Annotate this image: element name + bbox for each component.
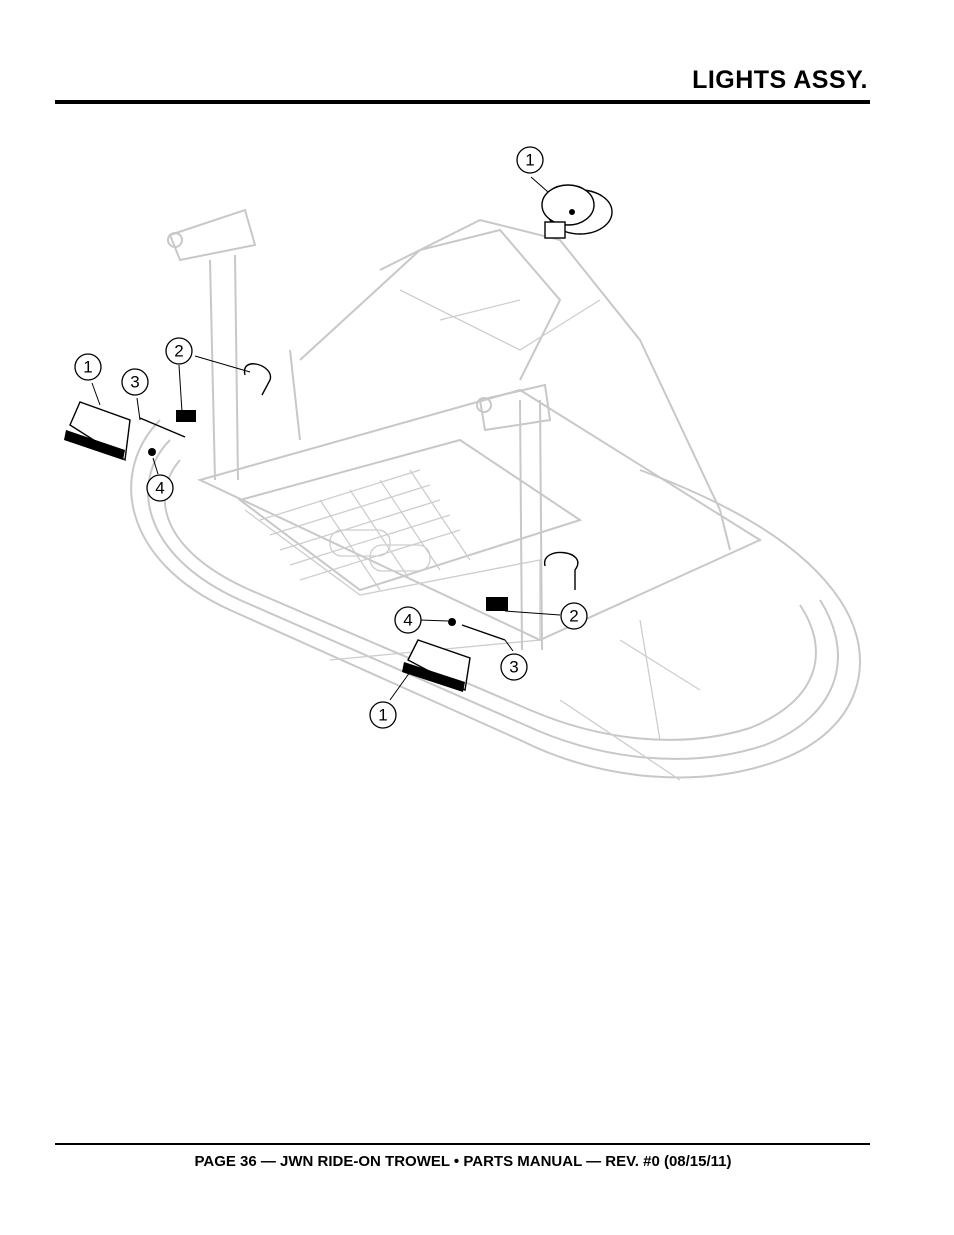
callout-2-right: 2 (560, 602, 588, 630)
callout-label: 4 (155, 479, 164, 498)
top-work-light (541, 184, 613, 239)
callout-label: 1 (525, 151, 534, 170)
page-title: LIGHTS ASSY. (692, 66, 868, 94)
callout-label: 3 (509, 658, 518, 677)
left-lamp-assembly (64, 363, 271, 462)
callout-1-right: 1 (369, 701, 397, 729)
footer-rule (55, 1143, 870, 1145)
page-footer: PAGE 36 — JWN RIDE-ON TROWEL • PARTS MAN… (194, 1153, 732, 1170)
callout-3-left: 3 (121, 368, 149, 396)
trowel-frame-outline (130, 208, 861, 781)
right-lamp-assembly (402, 551, 579, 692)
callout-leaders (91, 176, 561, 701)
header-rule (55, 100, 870, 104)
callout-label: 2 (569, 607, 578, 626)
callout-label: 1 (83, 358, 92, 377)
callout-label: 3 (130, 373, 139, 392)
callout-3-right: 3 (500, 653, 528, 681)
callout-1-top: 1 (516, 146, 544, 174)
callout-label: 2 (174, 342, 183, 361)
callout-label: 1 (378, 706, 387, 725)
callout-2-left: 2 (165, 337, 193, 365)
callout-4-left: 4 (146, 474, 174, 502)
callout-4-right: 4 (394, 606, 422, 634)
callout-1-left: 1 (74, 353, 102, 381)
callout-label: 4 (403, 611, 412, 630)
